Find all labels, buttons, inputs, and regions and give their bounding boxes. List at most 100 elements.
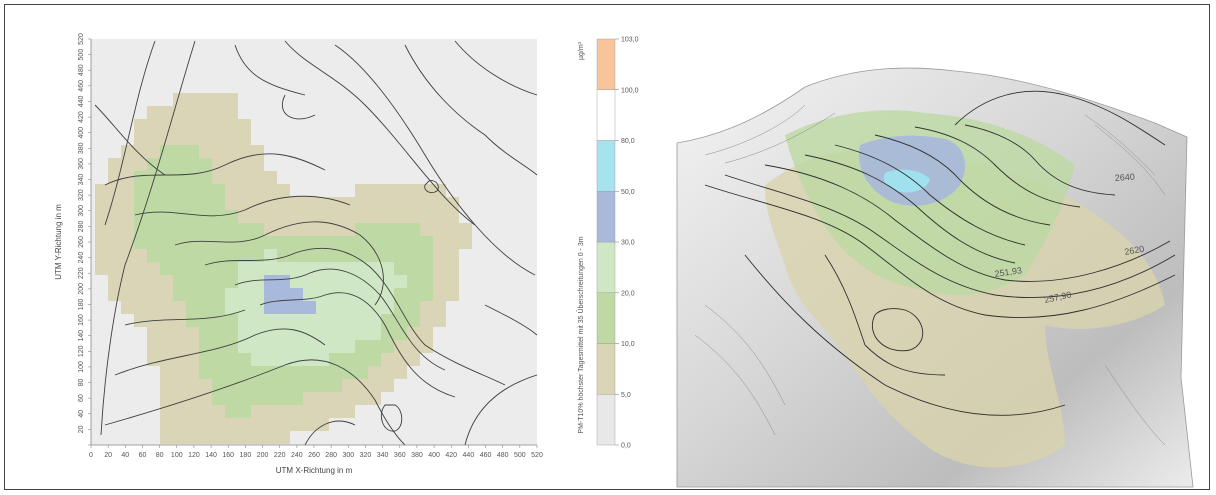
heatmap-cell	[446, 223, 459, 236]
heatmap-cell	[303, 405, 316, 418]
heatmap-cell	[264, 210, 277, 223]
heatmap-cell	[342, 197, 355, 210]
heatmap-cell	[212, 145, 225, 158]
heatmap-cell	[329, 288, 342, 301]
heatmap-cell	[251, 262, 264, 275]
heatmap-cell	[173, 431, 186, 444]
heatmap-cell	[381, 210, 394, 223]
heatmap-cell	[251, 431, 264, 444]
heatmap-cell	[264, 340, 277, 353]
heatmap-cell	[186, 93, 199, 106]
heatmap-cell	[303, 197, 316, 210]
heatmap-cell	[264, 431, 277, 444]
heatmap-cell	[251, 366, 264, 379]
heatmap-cell	[381, 236, 394, 249]
x-tick-label: 260	[308, 452, 320, 459]
heatmap-cell	[277, 327, 290, 340]
heatmap-cell	[251, 197, 264, 210]
heatmap-cell	[394, 340, 407, 353]
heatmap-cell	[381, 197, 394, 210]
heatmap-cell	[225, 210, 238, 223]
heatmap-cell	[381, 184, 394, 197]
heatmap-cell	[368, 210, 381, 223]
heatmap-cell	[238, 171, 251, 184]
heatmap-cell	[238, 197, 251, 210]
heatmap-cell	[355, 327, 368, 340]
heatmap-cell	[225, 366, 238, 379]
heatmap-cell	[121, 249, 134, 262]
heatmap-cell	[238, 236, 251, 249]
heatmap-cell	[173, 275, 186, 288]
heatmap-cell	[290, 288, 303, 301]
heatmap-cell	[316, 327, 329, 340]
heatmap-cell	[199, 132, 212, 145]
heatmap-cell	[329, 353, 342, 366]
heatmap-cell	[225, 132, 238, 145]
heatmap-cell	[238, 379, 251, 392]
x-tick-label: 500	[514, 452, 526, 459]
heatmap-cell	[199, 197, 212, 210]
heatmap-cell	[160, 158, 173, 171]
heatmap-cell	[160, 223, 173, 236]
heatmap-cell	[264, 405, 277, 418]
heatmap-cell	[303, 340, 316, 353]
heatmap-cell	[316, 288, 329, 301]
heatmap-cell	[225, 119, 238, 132]
heatmap-cell	[121, 262, 134, 275]
y-tick-label: 320	[78, 189, 85, 201]
heatmap-cell	[225, 431, 238, 444]
y-tick-label: 80	[78, 379, 85, 387]
heatmap-cell	[329, 197, 342, 210]
heatmap-cell	[329, 210, 342, 223]
heatmap-cell	[160, 379, 173, 392]
heatmap-cell	[225, 145, 238, 158]
y-tick-label: 100	[78, 361, 85, 373]
x-tick-label: 120	[188, 452, 200, 459]
heatmap-cell	[446, 249, 459, 262]
y-tick-label: 480	[78, 64, 85, 76]
heatmap-cell	[212, 392, 225, 405]
heatmap-cell	[238, 366, 251, 379]
heatmap-cell	[277, 418, 290, 431]
heatmap-cell	[316, 366, 329, 379]
heatmap-cell	[251, 249, 264, 262]
heatmap-cell	[212, 197, 225, 210]
heatmap-cell	[121, 184, 134, 197]
heatmap-cell	[108, 197, 121, 210]
heatmap-cell	[121, 275, 134, 288]
heatmap-cell	[342, 236, 355, 249]
heatmap-cell	[173, 197, 186, 210]
heatmap-cell	[264, 392, 277, 405]
heatmap-cell	[160, 106, 173, 119]
heatmap-cell	[407, 249, 420, 262]
heatmap-cell	[238, 145, 251, 158]
heatmap-cell	[121, 301, 134, 314]
heatmap-cell	[368, 327, 381, 340]
heatmap-cell	[199, 184, 212, 197]
heatmap-cell	[264, 301, 277, 314]
heatmap-cell	[160, 392, 173, 405]
heatmap-cell	[342, 340, 355, 353]
heatmap-cell	[147, 223, 160, 236]
heatmap-cell	[121, 288, 134, 301]
heatmap-cell	[264, 379, 277, 392]
heatmap-cell	[134, 197, 147, 210]
heatmap-cell	[342, 405, 355, 418]
heatmap-cell	[238, 418, 251, 431]
heatmap-cell	[342, 288, 355, 301]
heatmap-cell	[264, 223, 277, 236]
heatmap-cell	[342, 210, 355, 223]
heatmap-cell	[134, 249, 147, 262]
heatmap-cell	[95, 249, 108, 262]
heatmap-cell	[225, 301, 238, 314]
heatmap-cell	[134, 158, 147, 171]
heatmap-cell	[251, 158, 264, 171]
heatmap-cell	[277, 288, 290, 301]
heatmap-cell	[394, 301, 407, 314]
heatmap-cell	[199, 327, 212, 340]
heatmap-cell	[446, 262, 459, 275]
heatmap-cell	[277, 405, 290, 418]
heatmap-cell	[160, 119, 173, 132]
heatmap-cell	[173, 184, 186, 197]
